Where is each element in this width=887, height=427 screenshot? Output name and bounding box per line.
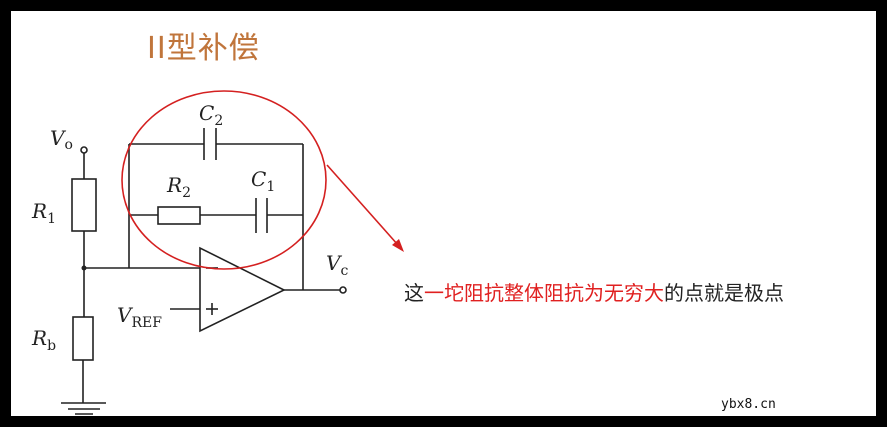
- resistor-r1: [71, 178, 97, 232]
- resistor-r2: [157, 206, 201, 225]
- slide-title: II型补偿: [147, 31, 260, 66]
- type2-compensation-circuit: Vo R1 Rb C2 R2 C1 Vc VREF: [31, 90, 404, 415]
- svg-text:Vc: Vc: [326, 251, 348, 279]
- junction-dot: [81, 265, 87, 271]
- svg-text:C2: C2: [199, 101, 223, 129]
- highlight-ellipse: [121, 90, 327, 270]
- svg-text:Vo: Vo: [50, 126, 73, 153]
- annotation-suffix: 的点就是极点: [664, 281, 784, 305]
- vo-terminal: [80, 146, 88, 154]
- op-amp: [199, 246, 286, 333]
- annotation-highlight: 一坨阻抗整体阻抗为无穷大: [424, 281, 664, 305]
- slide: II型补偿: [11, 11, 876, 416]
- svg-text:C1: C1: [251, 167, 275, 195]
- watermark: ybx8.cn: [721, 397, 776, 412]
- pole-annotation: 这一坨阻抗整体阻抗为无穷大的点就是极点: [404, 279, 784, 307]
- svg-text:Rb: Rb: [31, 326, 56, 354]
- annotation-prefix: 这: [404, 281, 424, 305]
- svg-text:VREF: VREF: [117, 303, 162, 331]
- pointer-arrow: [326, 164, 399, 246]
- vc-terminal: [339, 286, 347, 294]
- resistor-rb: [72, 316, 94, 361]
- svg-text:R1: R1: [31, 199, 56, 227]
- svg-text:R2: R2: [166, 173, 191, 201]
